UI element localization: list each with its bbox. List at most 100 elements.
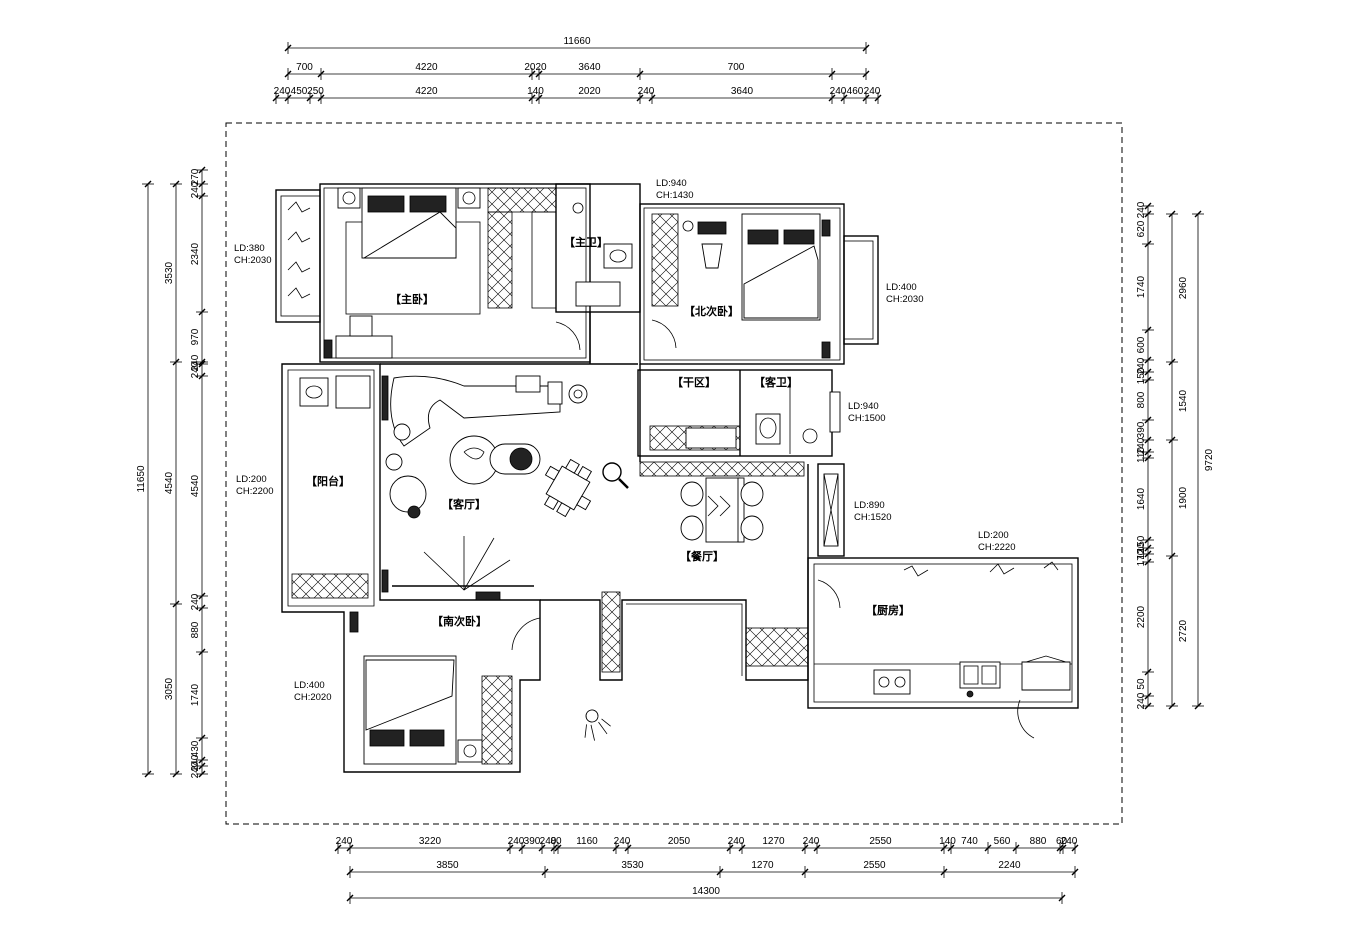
dimension-label: 700 <box>296 62 313 73</box>
dimension-label: 9720 <box>1204 448 1215 471</box>
dimension-label: 800 <box>1136 391 1147 408</box>
dimension-label: 2020 <box>578 86 601 97</box>
dimension-label: 450 <box>291 86 308 97</box>
dimension-label: 1900 <box>1178 486 1189 509</box>
dimension-label: 4540 <box>190 474 201 497</box>
dimension-label: 970 <box>190 328 201 345</box>
window-notes: LD:380 CH:2030 LD:940 CH:1430 LD:400 CH:… <box>234 178 1016 703</box>
dimension-label: 60 <box>1056 836 1068 847</box>
dimension-label: 700 <box>728 62 745 73</box>
dimension-label: 1640 <box>1136 487 1147 510</box>
room-labels: 【主卧】 【主卫】 【北次卧】 【干区】 【客卫】 【阳台】 【客厅】 【餐厅】… <box>306 235 910 628</box>
dimension-label: 3530 <box>164 261 175 284</box>
dimension-label: 240 <box>728 836 745 847</box>
dimension-label: 240 <box>190 354 201 371</box>
dimension-label: 1740 <box>190 683 201 706</box>
person-figure <box>584 709 611 741</box>
dimension-label: 1270 <box>751 860 774 871</box>
dimension-label: 150 <box>1136 535 1147 552</box>
room-label-living-room: 【客厅】 <box>442 497 486 511</box>
room-label-guest-bath: 【客卫】 <box>754 375 798 389</box>
room-label-north-bedroom: 【北次卧】 <box>684 304 739 318</box>
window-note-ch: CH:2030 <box>234 255 272 266</box>
room-label-master-bedroom: 【主卧】 <box>390 292 434 306</box>
dimension-label: 240 <box>190 754 201 771</box>
dimension-label: 240 <box>830 86 847 97</box>
window-note-ch: CH:1520 <box>854 512 892 523</box>
dimension-label: 1740 <box>1136 275 1147 298</box>
dimension-label: 1540 <box>1178 389 1189 412</box>
dimension-label: 880 <box>190 621 201 638</box>
dimension-label: 240 <box>274 86 291 97</box>
window-note-ch: CH:1430 <box>656 190 694 201</box>
window-note-ld: LD:200 <box>978 530 1009 541</box>
dimension-label: 240 <box>1061 836 1078 847</box>
dimension-label: 250 <box>307 86 324 97</box>
dimension-label: 270 <box>190 168 201 185</box>
dimension-label: 240 <box>190 361 201 378</box>
dimension-label: 120 <box>1136 542 1147 559</box>
dimension-label: 3050 <box>164 677 175 700</box>
dimension-label: 3220 <box>419 836 442 847</box>
room-label-dining-room: 【餐厅】 <box>680 549 724 563</box>
window-note-ch: CH:2030 <box>886 294 924 305</box>
left-dimension-chains: 1165035304540305027024023409702402404540… <box>136 166 208 778</box>
dimension-label: 620 <box>1136 220 1147 237</box>
window-note-ch: CH:2220 <box>978 542 1016 553</box>
dimension-label: 560 <box>994 836 1011 847</box>
dimension-label: 2720 <box>1178 619 1189 642</box>
dimension-label: 4220 <box>415 86 438 97</box>
dimension-label: 11650 <box>136 465 147 493</box>
dimension-label: 2200 <box>1136 605 1147 628</box>
dimension-label: 2550 <box>863 860 886 871</box>
window-note-ld: LD:400 <box>886 282 917 293</box>
dimension-label: 3530 <box>621 860 644 871</box>
dimension-label: 1270 <box>762 836 785 847</box>
dimension-label: 880 <box>1030 836 1047 847</box>
dimension-label: 240 <box>190 593 201 610</box>
dimension-label: 80 <box>550 836 562 847</box>
dimension-label: 50 <box>1136 678 1147 690</box>
dimension-label: 240 <box>1136 437 1147 454</box>
dimension-label: 170 <box>1136 549 1147 566</box>
dimension-label: 2020 <box>524 62 547 73</box>
dimension-label: 430 <box>190 740 201 757</box>
window-note-ld: LD:940 <box>848 401 879 412</box>
dimension-label: 2240 <box>998 860 1021 871</box>
room-label-south-bedroom: 【南次卧】 <box>432 614 487 628</box>
window-note-ch: CH:1500 <box>848 413 886 424</box>
dimension-label: 740 <box>961 836 978 847</box>
window-note-ld: LD:200 <box>236 474 267 485</box>
window-note-ch: CH:2200 <box>236 486 274 497</box>
dimension-label: 240 <box>540 836 557 847</box>
dimension-label: 4220 <box>415 62 438 73</box>
dimension-label: 3640 <box>578 62 601 73</box>
dimension-label: 390 <box>1136 421 1147 438</box>
site-boundary <box>225 122 1123 825</box>
dimension-label: 3850 <box>436 860 459 871</box>
dimension-label: 240 <box>1136 692 1147 709</box>
dimension-label: 240 <box>864 86 881 97</box>
walls <box>275 183 1079 773</box>
dimension-label: 240 <box>190 761 201 778</box>
window-note-ld: LD:380 <box>234 243 265 254</box>
dimension-label: 240 <box>336 836 353 847</box>
dimension-label: 240 <box>190 181 201 198</box>
dimension-label: 240 <box>803 836 820 847</box>
dimension-label: 2340 <box>190 242 201 265</box>
sofa <box>390 375 561 447</box>
window-note-ld: LD:400 <box>294 680 325 691</box>
room-label-laundry: 【干区】 <box>672 376 716 389</box>
dimension-label: 140 <box>939 836 956 847</box>
dimension-label: 140 <box>527 86 544 97</box>
dimension-label: 4540 <box>164 471 175 494</box>
dimension-label: 1160 <box>576 836 598 847</box>
dimension-label: 150 <box>1136 367 1147 384</box>
dimension-label: 240 <box>1136 201 1147 218</box>
room-label-balcony: 【阳台】 <box>306 474 350 488</box>
dimension-label: 110 <box>1136 447 1147 463</box>
dimension-label: 2050 <box>668 836 691 847</box>
